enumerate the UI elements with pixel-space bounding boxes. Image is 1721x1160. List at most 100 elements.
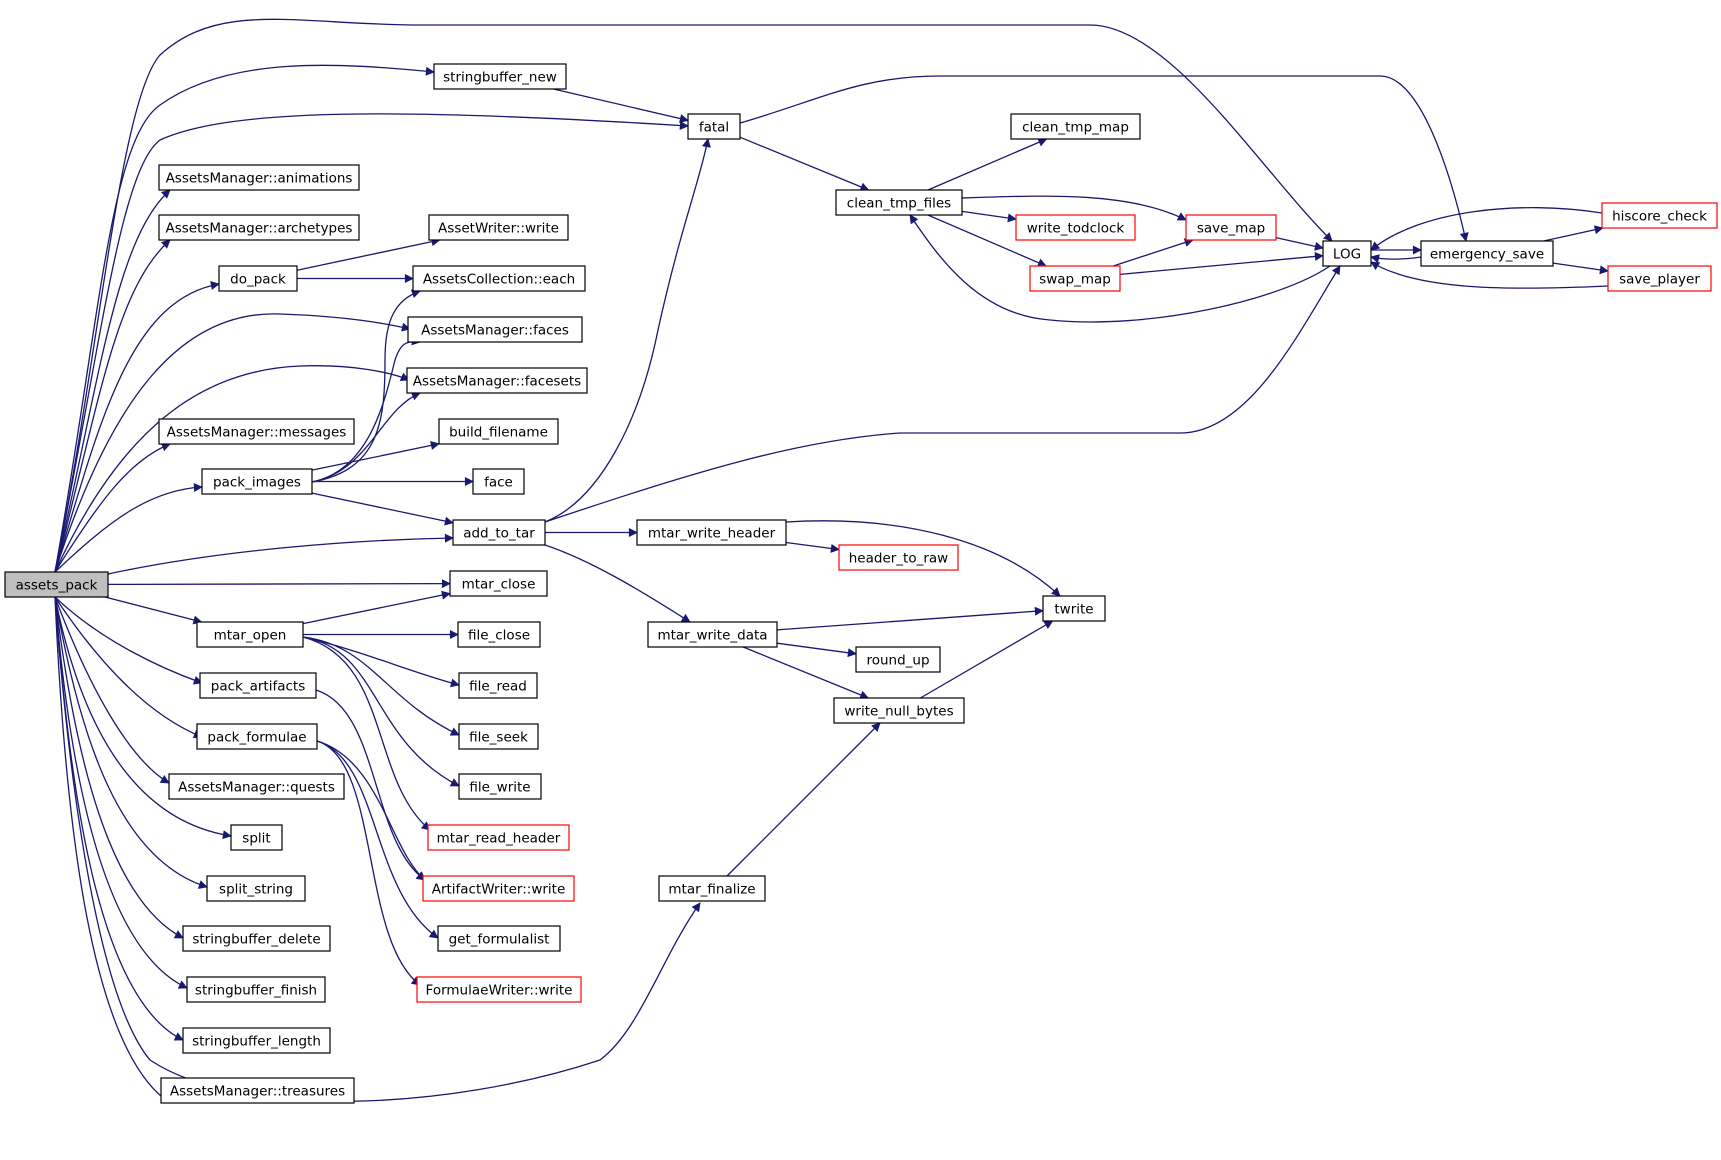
node-clean-tmp-map[interactable]: clean_tmp_map [1010,113,1141,140]
node-box[interactable] [458,773,542,800]
node-swap-map[interactable]: swap_map [1029,265,1121,292]
node-box[interactable] [218,265,298,292]
node-formulaewriter-write[interactable]: FormulaeWriter::write [416,976,582,1003]
node-box[interactable] [433,63,567,90]
node-am-faces[interactable]: AssetsManager::faces [407,316,583,343]
node-save-player[interactable]: save_player [1607,265,1712,292]
node-box[interactable] [158,164,360,191]
node-box[interactable] [855,646,941,673]
node-box[interactable] [199,672,317,699]
node-file-seek[interactable]: file_seek [458,723,539,750]
node-file-write[interactable]: file_write [458,773,542,800]
node-emergency-save[interactable]: emergency_save [1420,240,1554,267]
node-box[interactable] [168,773,345,800]
node-write-todclock[interactable]: write_todclock [1015,214,1136,241]
node-am-messages[interactable]: AssetsManager::messages [158,418,355,445]
node-stringbuffer-delete[interactable]: stringbuffer_delete [182,925,331,952]
node-box[interactable] [201,468,313,495]
node-box[interactable] [182,1027,331,1054]
node-am-quests[interactable]: AssetsManager::quests [168,773,345,800]
node-split-string[interactable]: split_string [206,875,306,902]
node-stringbuffer-length[interactable]: stringbuffer_length [182,1027,331,1054]
node-ac-each[interactable]: AssetsCollection::each [412,265,586,292]
node-box[interactable] [1185,214,1277,241]
node-add-to-tar[interactable]: add_to_tar [452,519,546,546]
node-box[interactable] [636,519,787,546]
node-face[interactable]: face [472,468,525,495]
node-box[interactable] [1029,265,1121,292]
node-box[interactable] [158,418,355,445]
node-write-null-bytes[interactable]: write_null_bytes [833,697,965,724]
node-hiscore-check[interactable]: hiscore_check [1601,202,1718,229]
node-am-archetypes[interactable]: AssetsManager::archetypes [158,214,360,241]
node-box[interactable] [458,723,539,750]
node-box[interactable] [230,824,283,851]
node-split[interactable]: split [230,824,283,851]
node-LOG[interactable]: LOG [1322,240,1372,267]
node-assets-pack[interactable]: assets_pack [4,571,109,598]
node-box[interactable] [407,316,583,343]
node-box[interactable] [647,621,778,648]
node-build-filename[interactable]: build_filename [438,418,559,445]
node-pack-images[interactable]: pack_images [201,468,313,495]
node-box[interactable] [206,875,306,902]
node-file-close[interactable]: file_close [457,621,541,648]
node-mtar-finalize[interactable]: mtar_finalize [658,875,766,902]
node-fatal[interactable]: fatal [687,113,741,140]
node-header-to-raw[interactable]: header_to_raw [838,544,959,571]
node-box[interactable] [1607,265,1712,292]
node-box[interactable] [1042,595,1106,622]
node-stringbuffer-new[interactable]: stringbuffer_new [433,63,567,90]
node-mtar-open[interactable]: mtar_open [196,621,304,648]
node-box[interactable] [1322,240,1372,267]
node-box[interactable] [422,875,575,902]
node-box[interactable] [835,189,963,216]
node-box[interactable] [838,544,959,571]
node-box[interactable] [158,214,360,241]
node-box[interactable] [437,925,561,952]
node-box[interactable] [457,621,541,648]
node-box[interactable] [833,697,965,724]
node-am-treasures[interactable]: AssetsManager::treasures [160,1077,355,1104]
node-artifactwriter-write[interactable]: ArtifactWriter::write [422,875,575,902]
node-do-pack[interactable]: do_pack [218,265,298,292]
node-box[interactable] [1601,202,1718,229]
node-box[interactable] [427,824,570,851]
node-save-map[interactable]: save_map [1185,214,1277,241]
node-mtar-read-header[interactable]: mtar_read_header [427,824,570,851]
node-box[interactable] [412,265,586,292]
node-box[interactable] [160,1077,355,1104]
node-box[interactable] [658,875,766,902]
node-mtar-write-header[interactable]: mtar_write_header [636,519,787,546]
node-box[interactable] [458,672,538,699]
node-box[interactable] [182,925,331,952]
node-box[interactable] [1015,214,1136,241]
node-am-facesets[interactable]: AssetsManager::facesets [406,367,588,394]
node-mtar-close[interactable]: mtar_close [449,570,548,597]
node-box[interactable] [406,367,588,394]
node-box[interactable] [1010,113,1141,140]
node-am-animations[interactable]: AssetsManager::animations [158,164,360,191]
node-stringbuffer-finish[interactable]: stringbuffer_finish [186,976,326,1003]
node-box[interactable] [1420,240,1554,267]
node-get-formulalist[interactable]: get_formulalist [437,925,561,952]
node-box[interactable] [438,418,559,445]
node-box[interactable] [196,723,318,750]
node-box[interactable] [449,570,548,597]
node-assetwriter-write[interactable]: AssetWriter::write [428,214,569,241]
node-pack-formulae[interactable]: pack_formulae [196,723,318,750]
node-pack-artifacts[interactable]: pack_artifacts [199,672,317,699]
node-box[interactable] [452,519,546,546]
node-box[interactable] [416,976,582,1003]
node-box[interactable] [196,621,304,648]
node-box[interactable] [472,468,525,495]
node-file-read[interactable]: file_read [458,672,538,699]
node-box[interactable] [428,214,569,241]
node-box[interactable] [186,976,326,1003]
node-box[interactable] [4,571,109,598]
node-clean-tmp-files[interactable]: clean_tmp_files [835,189,963,216]
node-twrite[interactable]: twrite [1042,595,1106,622]
node-mtar-write-data[interactable]: mtar_write_data [647,621,778,648]
node-round-up[interactable]: round_up [855,646,941,673]
node-box[interactable] [687,113,741,140]
